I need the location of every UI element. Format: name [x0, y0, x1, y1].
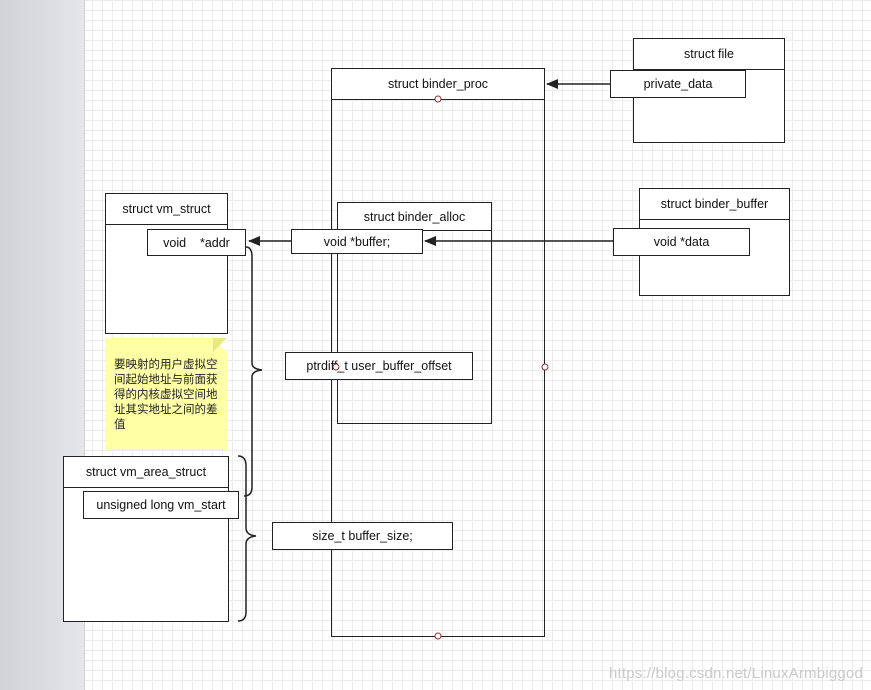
box-title-binder-alloc: struct binder_alloc — [338, 203, 491, 231]
field-vm-start[interactable]: unsigned long vm_start — [83, 491, 239, 519]
field-private-data[interactable]: private_data — [610, 70, 746, 98]
note-fold-corner — [213, 338, 227, 352]
field-void-data[interactable]: void *data — [613, 228, 750, 256]
box-struct-binder-alloc[interactable]: struct binder_alloc — [337, 202, 492, 424]
box-title-vm-struct: struct vm_struct — [106, 194, 227, 225]
box-struct-vm-area-struct[interactable]: struct vm_area_struct — [63, 456, 229, 622]
field-void-buffer[interactable]: void *buffer; — [291, 229, 423, 254]
field-void-addr-label: void *addr — [163, 235, 230, 250]
box-title-struct-file: struct file — [634, 39, 784, 70]
box-title-binder-proc: struct binder_proc — [332, 69, 544, 100]
watermark: https://blog.csdn.net/LinuxArmbiggod — [608, 665, 863, 682]
sticky-note[interactable]: 要映射的用户虚拟空间起始地址与前面获得的内核虚拟空间地址其实地址之间的差值 — [105, 338, 227, 450]
box-struct-vm-struct[interactable]: struct vm_struct — [105, 193, 228, 334]
note-text: 要映射的用户虚拟空间起始地址与前面获得的内核虚拟空间地址其实地址之间的差值 — [114, 359, 218, 431]
field-void-addr[interactable]: void *addr — [147, 229, 246, 256]
box-title-binder-buffer: struct binder_buffer — [640, 189, 789, 220]
box-title-vm-area-struct: struct vm_area_struct — [64, 457, 228, 488]
field-buffer-size[interactable]: size_t buffer_size; — [272, 522, 453, 550]
field-user-buffer-offset[interactable]: ptrdiff_t user_buffer_offset — [285, 352, 473, 380]
